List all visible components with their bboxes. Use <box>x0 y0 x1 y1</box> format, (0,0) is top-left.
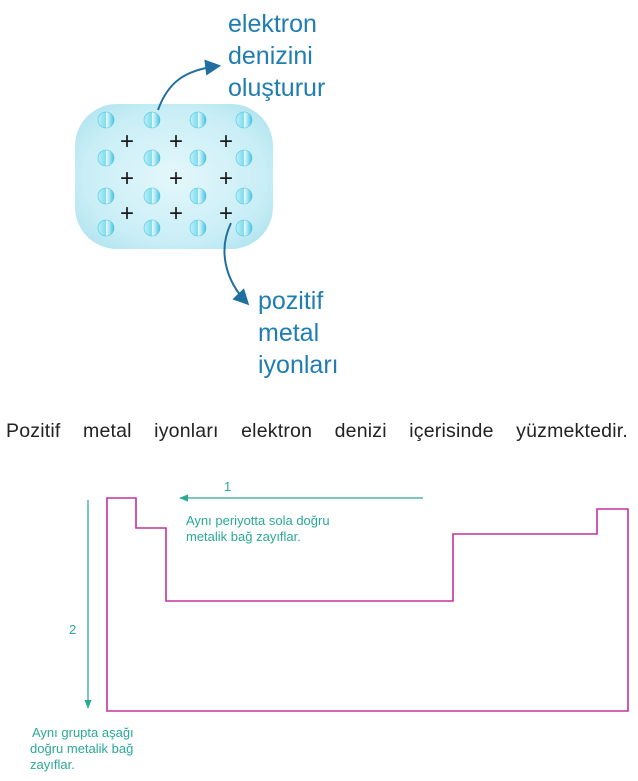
electron-dot <box>97 219 115 237</box>
label-line: iyonları <box>258 351 339 379</box>
electron-group <box>97 111 253 237</box>
electron-dot <box>235 187 253 205</box>
label-line: denizini <box>228 42 313 70</box>
label-line: pozitif <box>258 287 324 315</box>
electron-dot <box>143 149 161 167</box>
electron-dot <box>189 187 207 205</box>
electron-sea-label: elektron denizini oluşturur <box>228 8 325 104</box>
electron-dot <box>97 187 115 205</box>
electron-dot <box>143 219 161 237</box>
positive-ion-symbol: + <box>219 165 233 192</box>
electron-sea-figure: + + + + + + + + + <box>75 59 273 306</box>
positive-ion-symbol: + <box>219 128 233 155</box>
electron-dot <box>189 149 207 167</box>
electron-sea-region <box>75 104 273 249</box>
positive-ion-symbol: + <box>120 200 134 227</box>
positive-ion-symbol: + <box>169 200 183 227</box>
electron-dot <box>143 187 161 205</box>
electron-dot <box>189 219 207 237</box>
electron-dot <box>235 111 253 129</box>
arrow2-description: Aynı grupta aşağı doğru metalik bağ zayı… <box>30 725 134 773</box>
positive-ion-symbol: + <box>169 165 183 192</box>
positive-ion-symbol: + <box>120 165 134 192</box>
text-line: Aynı periyotta sola doğru <box>186 513 330 528</box>
electron-dot <box>235 149 253 167</box>
arrow1-description: Aynı periyotta sola doğru metalik bağ za… <box>186 513 330 545</box>
arrow1-number: 1 <box>224 479 232 494</box>
electron-dot <box>97 149 115 167</box>
positive-ion-symbol: + <box>219 200 233 227</box>
text-line: doğru metalik bağ <box>30 741 134 756</box>
positive-ion-symbol: + <box>120 128 134 155</box>
electron-dot <box>189 111 207 129</box>
positive-ion-symbol: + <box>169 128 183 155</box>
text-line: Aynı grupta aşağı <box>32 725 134 740</box>
periodic-table-outline <box>106 497 629 712</box>
periodic-trend-figure <box>84 494 629 712</box>
text-line: metalik bağ zayıflar. <box>186 529 301 544</box>
label-line: oluşturur <box>228 74 326 102</box>
arrow-to-electron-label <box>157 59 222 111</box>
arrow2-number: 2 <box>69 622 77 637</box>
text-line: zayıflar. <box>30 757 75 772</box>
label-line: elektron <box>228 10 317 38</box>
electron-dot <box>235 219 253 237</box>
arrow-to-ion-label <box>223 222 250 306</box>
label-line: metal <box>258 319 320 347</box>
positive-ion-label: pozitif metal iyonları <box>258 285 339 381</box>
figure-caption: Pozitif metal iyonları elektron denizi i… <box>6 420 628 442</box>
electron-dot <box>143 111 161 129</box>
electron-dot <box>97 111 115 129</box>
positive-ion-group: + + + + + + + + + <box>120 128 233 227</box>
